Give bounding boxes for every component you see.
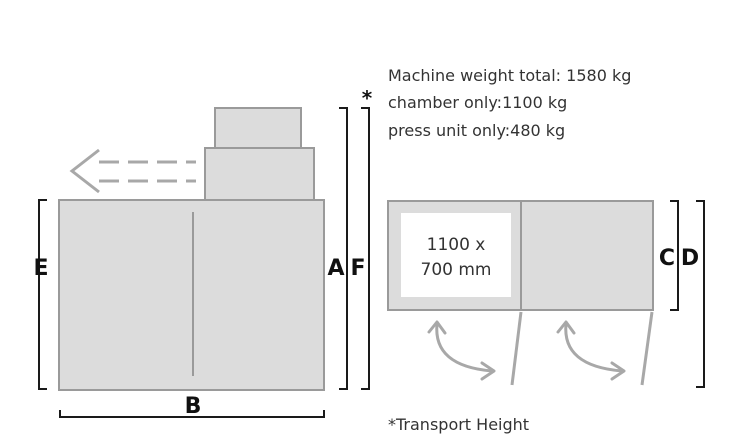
dimension-f-label: F — [350, 256, 365, 281]
press-unit-base-block — [204, 147, 315, 201]
chamber-size-line1: 1100 x — [427, 235, 486, 255]
slide-direction-arrow — [69, 148, 196, 194]
dimension-e-bracket — [38, 199, 47, 390]
dimension-c-bracket — [670, 200, 679, 311]
dimension-b-label: B — [185, 394, 202, 419]
dimension-f-bracket — [361, 107, 370, 390]
chamber-weight-note: chamber only:1100 kg — [388, 93, 567, 112]
press-unit-weight-note: press unit only:480 kg — [388, 121, 565, 140]
transport-height-note: *Transport Height — [388, 415, 529, 434]
transport-height-marker: * — [362, 86, 373, 110]
dimension-b-bracket — [59, 410, 325, 418]
dimension-a-bracket — [339, 107, 348, 390]
left-lid-curved-arrow — [427, 320, 496, 381]
dimension-e-label: E — [33, 256, 48, 281]
chamber-opening — [401, 213, 511, 297]
press-unit-top-block — [214, 107, 302, 149]
dimension-d-bracket — [696, 200, 705, 388]
right-lid-open-line — [640, 311, 654, 386]
right-lid-curved-arrow — [556, 320, 626, 381]
dimension-d-label: D — [681, 246, 699, 271]
chamber-size-line2: 700 mm — [421, 260, 492, 280]
dimension-a-label: A — [327, 256, 344, 281]
weight-total-note: Machine weight total: 1580 kg — [388, 66, 631, 85]
machine-body-side-view — [58, 199, 325, 391]
dimension-c-label: C — [659, 246, 675, 271]
left-lid-open-line — [510, 311, 523, 386]
